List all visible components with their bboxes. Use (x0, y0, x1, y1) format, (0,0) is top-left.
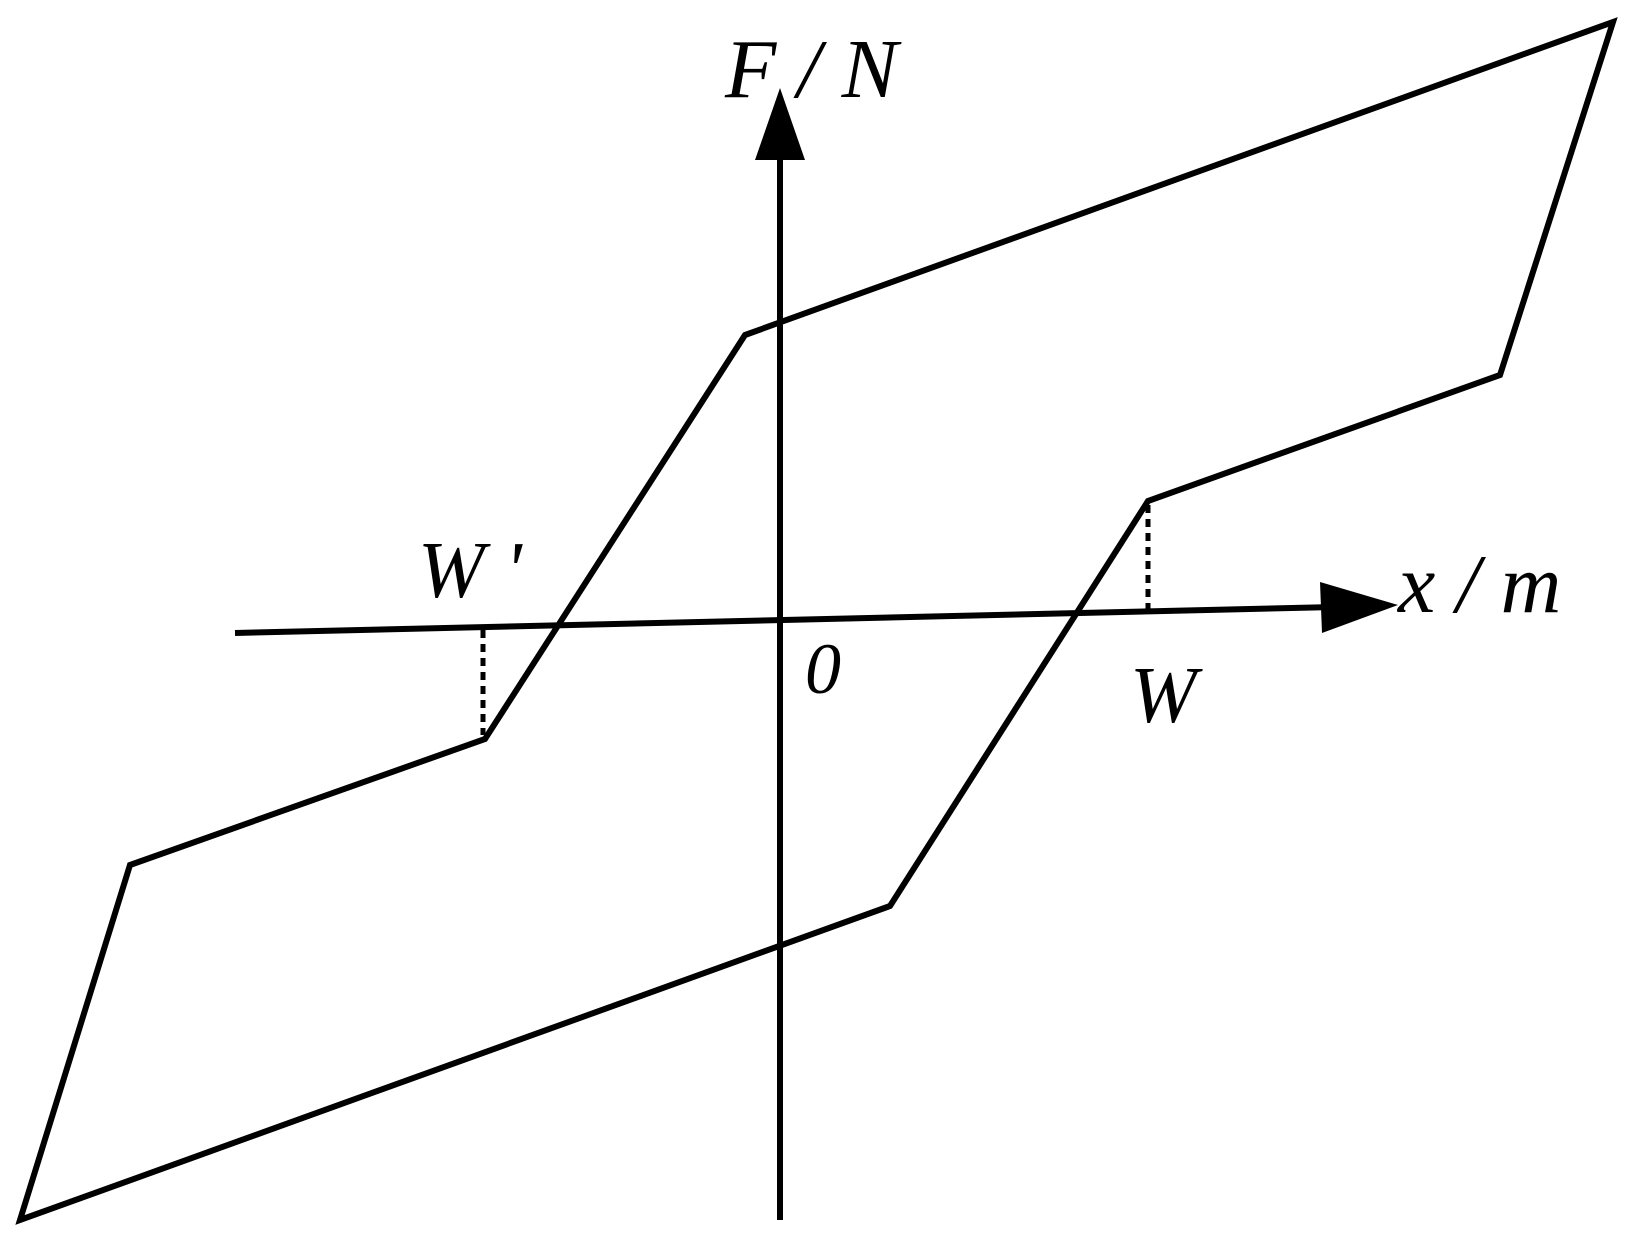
x-axis-label: x / m (1396, 538, 1561, 631)
y-axis-label: F / N (724, 23, 902, 116)
origin-label: 0 (805, 629, 841, 709)
marker-w-prime-label: W ' (418, 527, 524, 615)
y-axis-arrow-icon (755, 88, 805, 160)
hysteresis-loop (15, 17, 1618, 1225)
x-axis-line (234, 604, 1336, 636)
x-axis-arrow-icon (1320, 582, 1398, 633)
marker-w-label: W (1130, 652, 1203, 740)
